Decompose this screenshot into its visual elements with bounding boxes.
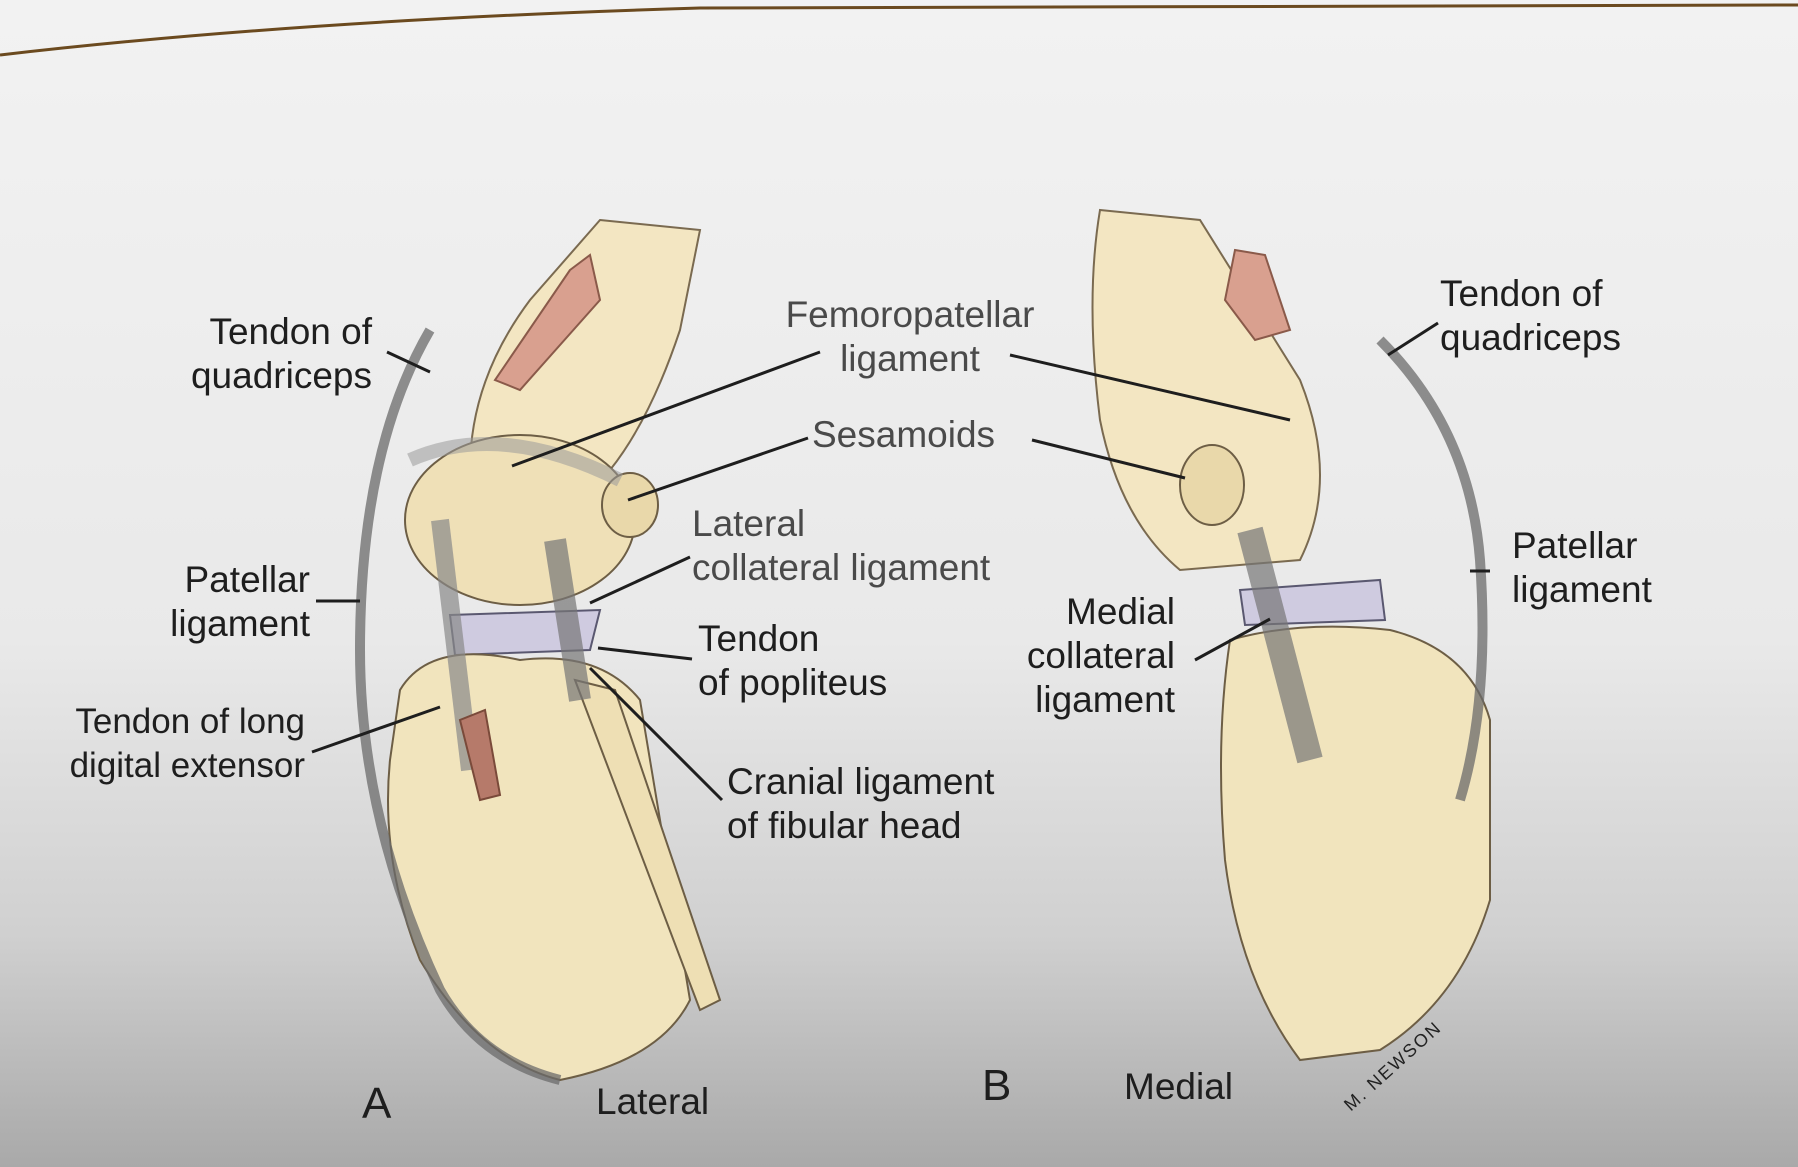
label-line: ligament bbox=[760, 337, 1060, 381]
panel-letter-a: A bbox=[362, 1082, 391, 1126]
label-femoropatellar-ligament: Femoropatellar ligament bbox=[760, 293, 1060, 381]
label-line: collateral bbox=[970, 634, 1175, 678]
label-line: Femoropatellar bbox=[760, 293, 1060, 337]
label-tendon-of-quadriceps-a: Tendon of quadriceps bbox=[150, 310, 372, 398]
label-line: Tendon of long bbox=[40, 700, 305, 744]
label-line: ligament bbox=[970, 678, 1175, 722]
label-cranial-ligament-of-fibular-head: Cranial ligament of fibular head bbox=[727, 760, 994, 848]
label-line: of fibular head bbox=[727, 804, 994, 848]
label-patellar-ligament-a: Patellar ligament bbox=[130, 558, 310, 646]
label-line: Sesamoids bbox=[812, 413, 995, 457]
label-patellar-ligament-b: Patellar ligament bbox=[1512, 524, 1652, 612]
leader-sesamoids-a bbox=[628, 438, 808, 500]
tibia-b bbox=[1221, 627, 1490, 1060]
label-line: digital extensor bbox=[40, 744, 305, 788]
label-tendon-of-quadriceps-b: Tendon of quadriceps bbox=[1440, 272, 1621, 360]
label-sesamoids: Sesamoids bbox=[812, 413, 995, 457]
knee-a-drawing bbox=[360, 220, 720, 1080]
leader-popliteus bbox=[598, 648, 692, 659]
sesamoid-b bbox=[1180, 445, 1244, 525]
label-medial-collateral-ligament: Medial collateral ligament bbox=[970, 590, 1175, 722]
label-line: Tendon bbox=[698, 617, 887, 661]
label-line: ligament bbox=[1512, 568, 1652, 612]
label-line: Medial bbox=[970, 590, 1175, 634]
label-line: Tendon of bbox=[150, 310, 372, 354]
view-label-medial: Medial bbox=[1124, 1065, 1233, 1109]
label-lateral-collateral-ligament: Lateral collateral ligament bbox=[692, 502, 990, 590]
label-line: collateral ligament bbox=[692, 546, 990, 590]
label-line: Cranial ligament bbox=[727, 760, 994, 804]
label-line: quadriceps bbox=[150, 354, 372, 398]
label-line: Patellar bbox=[130, 558, 310, 602]
leader-tendon-quadriceps-b bbox=[1388, 323, 1438, 355]
view-label-lateral: Lateral bbox=[596, 1080, 709, 1124]
panel-letter-b: B bbox=[982, 1064, 1011, 1108]
tibia-a bbox=[388, 654, 690, 1080]
label-line: ligament bbox=[130, 602, 310, 646]
label-line: quadriceps bbox=[1440, 316, 1621, 360]
page-edge-line bbox=[0, 5, 1798, 55]
label-line: Patellar bbox=[1512, 524, 1652, 568]
femur-a bbox=[470, 220, 700, 470]
label-line: Lateral bbox=[692, 502, 990, 546]
label-tendon-of-long-digital-extensor: Tendon of long digital extensor bbox=[40, 700, 305, 788]
label-line: Tendon of bbox=[1440, 272, 1621, 316]
label-tendon-of-popliteus: Tendon of popliteus bbox=[698, 617, 887, 705]
label-line: of popliteus bbox=[698, 661, 887, 705]
